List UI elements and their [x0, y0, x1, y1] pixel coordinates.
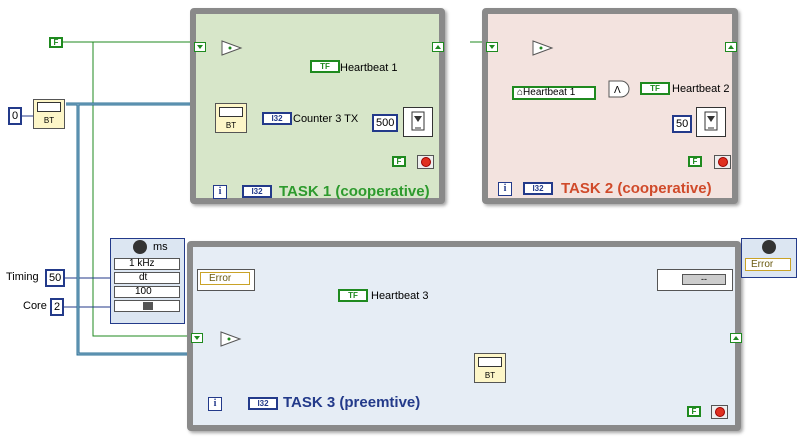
wire-false-task3	[92, 42, 188, 337]
task3-output-node[interactable]: --	[657, 269, 733, 291]
bt-write-icon	[478, 357, 502, 367]
bt-node-icon	[37, 102, 61, 112]
task2-stop-false[interactable]: F	[688, 156, 702, 167]
task3-error-out-label: Error	[745, 258, 791, 271]
task3-title: TASK 3 (preemtive)	[283, 394, 421, 411]
timed-loop-priority[interactable]: 100	[114, 286, 180, 298]
timed-loop-dt[interactable]: dt	[114, 272, 180, 284]
task1-stop-icon[interactable]	[417, 155, 434, 169]
task1-iteration-terminal: i	[213, 185, 227, 199]
local-variable-icon: ⌂	[517, 87, 524, 98]
task2-iteration-indicator[interactable]: I32	[523, 182, 553, 195]
task1-not-icon[interactable]	[221, 40, 243, 56]
task1-wait-ms-icon[interactable]	[403, 107, 433, 137]
task1-iteration-indicator[interactable]: I32	[242, 185, 272, 198]
task3-not-icon[interactable]	[220, 331, 242, 347]
task3-timed-loop[interactable]: Error TF Heartbeat 3 -- BT i I32 TASK 3 …	[187, 241, 742, 431]
task3-bt-node[interactable]: BT	[474, 353, 506, 383]
heartbeat1-local-variable[interactable]: ⌂Heartbeat 1	[512, 86, 596, 100]
heartbeat3-label: Heartbeat 3	[371, 290, 429, 302]
task1-shift-register-left[interactable]	[194, 42, 206, 52]
clock-icon	[762, 240, 776, 254]
task2-wait-ms-icon[interactable]	[696, 107, 726, 137]
task1-bt-node[interactable]: BT	[215, 103, 247, 133]
task3-shift-register-left[interactable]	[191, 333, 203, 343]
task3-iteration-indicator[interactable]: I32	[248, 397, 278, 410]
timing-label: Timing	[6, 271, 39, 283]
task2-wait-constant[interactable]: 50	[672, 115, 692, 133]
task1-title: TASK 1 (cooperative)	[279, 183, 430, 200]
bt-node-label: BT	[225, 121, 237, 130]
zero-constant[interactable]: 0	[8, 107, 22, 125]
timed-loop-input-node[interactable]: ms 1 kHz dt 100	[110, 238, 185, 324]
core-constant[interactable]: 2	[50, 298, 64, 316]
false-constant[interactable]: F	[49, 37, 63, 48]
task2-shift-register-right[interactable]	[725, 42, 737, 52]
timed-loop-unit: ms	[153, 241, 168, 253]
timed-loop-clock-source[interactable]: 1 kHz	[114, 258, 180, 270]
create-bt-node[interactable]: BT	[33, 99, 65, 129]
heartbeat3-indicator[interactable]: TF	[338, 289, 368, 302]
task2-title: TASK 2 (cooperative)	[561, 180, 712, 197]
heartbeat2-indicator[interactable]: TF	[640, 82, 670, 95]
task2-not-icon[interactable]	[532, 40, 554, 56]
heartbeat1-indicator[interactable]: TF	[310, 60, 340, 73]
task2-while-loop[interactable]: ⌂Heartbeat 1 Λ TF Heartbeat 2 50 F i I32…	[482, 8, 738, 204]
task3-shift-register-right[interactable]	[730, 333, 742, 343]
task3-error-in-label: Error	[200, 272, 250, 285]
counter3-label: Counter 3 TX	[293, 113, 359, 125]
svg-text:Λ: Λ	[614, 85, 621, 96]
task1-wait-constant[interactable]: 500	[372, 114, 398, 132]
heartbeat1-local-label: Heartbeat 1	[523, 87, 576, 98]
task3-error-input-node[interactable]: Error	[197, 269, 255, 291]
heartbeat2-label: Heartbeat 2	[672, 83, 730, 95]
counter3-indicator[interactable]: I32	[262, 112, 292, 125]
timed-loop-output-node[interactable]: Error	[741, 238, 797, 278]
task3-iteration-terminal: i	[208, 397, 222, 411]
bt-node-label: BT	[43, 116, 55, 125]
task3-stop-icon[interactable]	[711, 405, 728, 419]
heartbeat1-label: Heartbeat 1	[340, 62, 398, 74]
task1-shift-register-right[interactable]	[432, 42, 444, 52]
timed-loop-processor[interactable]	[114, 300, 180, 312]
task2-iteration-terminal: i	[498, 182, 512, 196]
core-label: Core	[23, 300, 47, 312]
processor-icon	[143, 302, 153, 310]
task1-while-loop[interactable]: TF Heartbeat 1 BT I32 Counter 3 TX 500 F…	[190, 8, 445, 204]
task2-shift-register-left[interactable]	[486, 42, 498, 52]
task2-stop-icon[interactable]	[714, 155, 731, 169]
bt-read-icon	[219, 107, 243, 117]
task3-output-value: --	[682, 274, 726, 285]
task3-stop-false[interactable]: F	[687, 406, 701, 417]
bt-node-label: BT	[484, 371, 496, 380]
timing-constant[interactable]: 50	[45, 269, 65, 287]
and-gate-icon[interactable]: Λ	[608, 80, 632, 98]
clock-icon	[133, 240, 147, 254]
task1-stop-false[interactable]: F	[392, 156, 406, 167]
